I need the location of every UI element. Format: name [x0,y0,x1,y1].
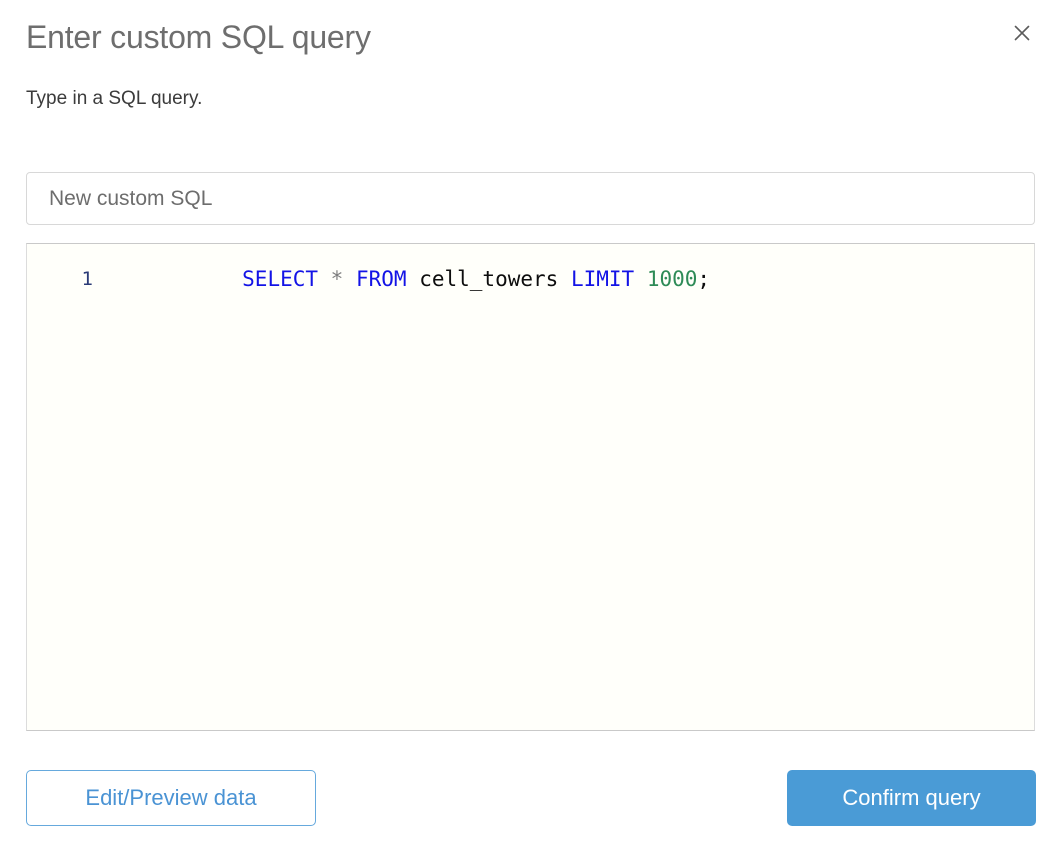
sql-token-space-5 [634,267,647,291]
sql-token-keyword-select: SELECT [242,267,319,291]
sql-token-space-1 [318,267,331,291]
close-icon[interactable] [1007,18,1037,48]
edit-preview-data-button[interactable]: Edit/Preview data [26,770,316,826]
code-line: 1 SELECT * FROM cell_towers LIMIT 1000; [27,266,1034,292]
confirm-query-button[interactable]: Confirm query [787,770,1036,826]
sql-token-space-2 [343,267,356,291]
page-title: Enter custom SQL query [26,19,371,55]
sql-token-keyword-limit: LIMIT [570,267,635,291]
sql-token-semicolon: ; [697,267,711,291]
line-number: 1 [81,268,93,290]
sql-code-text: SELECT * FROM cell_towers LIMIT 1000; [141,244,711,318]
dialog-subtitle: Type in a SQL query. [26,88,203,109]
sql-token-star: * [330,267,344,291]
sql-token-space-3 [407,267,420,291]
sql-token-keyword-from: FROM [355,267,407,291]
sql-token-limit-value: 1000 [646,267,698,291]
sql-editor[interactable]: 1 SELECT * FROM cell_towers LIMIT 1000; [26,243,1035,731]
sql-token-space-4 [558,267,571,291]
query-name-input[interactable] [26,172,1035,225]
sql-token-table-name: cell_towers [419,267,559,291]
